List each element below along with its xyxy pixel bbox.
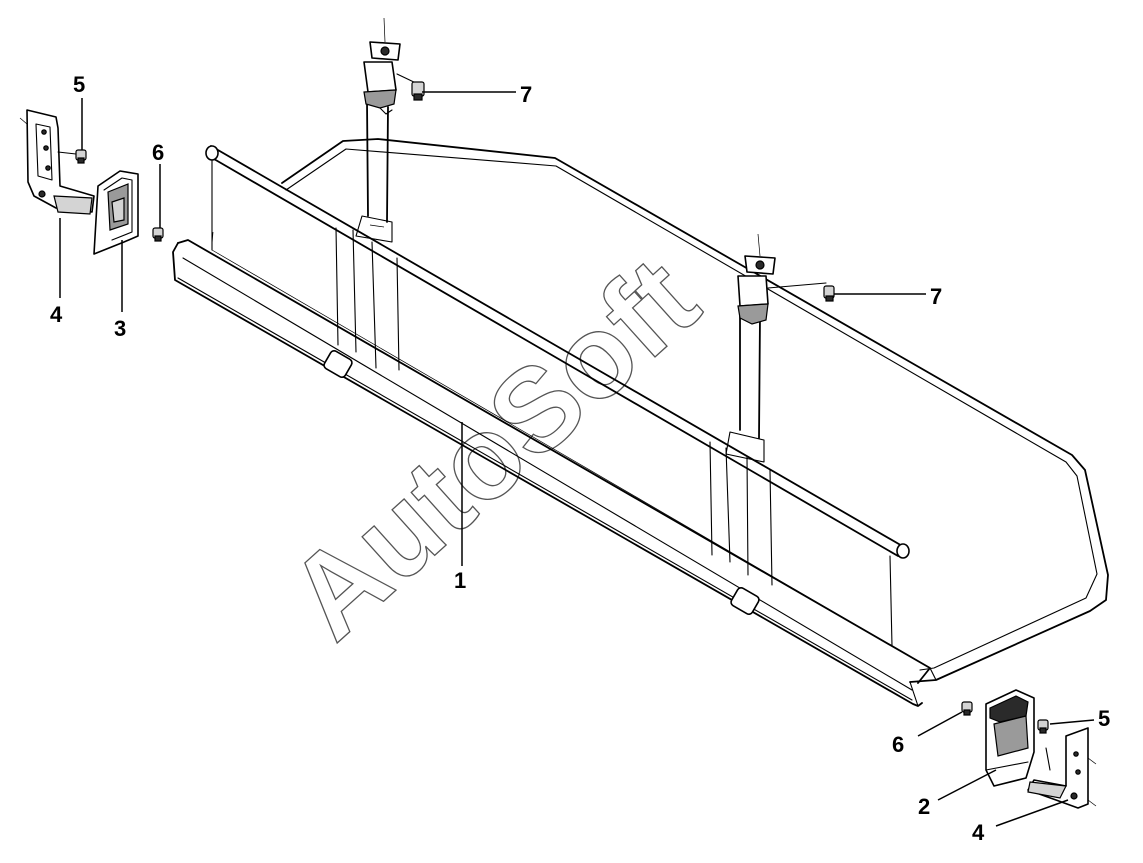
hanger-strap-left <box>355 17 401 243</box>
callout-7-right: 7 <box>930 284 942 309</box>
callout-3: 3 <box>114 316 126 341</box>
screw-5-right <box>1037 719 1049 734</box>
leader-lines <box>59 91 1095 827</box>
luggage-tray <box>172 138 1109 707</box>
screw-7-right <box>767 282 835 302</box>
hanger-strap-right <box>725 233 776 463</box>
callout-4-left: 4 <box>50 302 63 327</box>
end-bracket-right <box>1027 727 1097 809</box>
end-cap-right <box>985 689 1035 787</box>
screw-6-right <box>961 701 973 716</box>
callout-5-left: 5 <box>73 72 85 97</box>
callout-2: 2 <box>918 794 930 819</box>
watermark: AutoSoft <box>264 233 722 664</box>
screw-5-left <box>57 149 87 164</box>
screw-7-top <box>396 73 425 101</box>
end-bracket-left <box>19 109 95 215</box>
callout-6-right: 6 <box>892 732 904 757</box>
end-cap-left <box>93 170 139 255</box>
callout-6-left: 6 <box>152 140 164 165</box>
screw-6-left <box>152 227 164 242</box>
front-recess-left <box>323 350 353 378</box>
callout-4-right: 4 <box>972 820 985 845</box>
front-recess-right <box>730 587 760 615</box>
callout-labels: 5 6 4 3 7 7 1 5 6 2 4 <box>50 72 1110 845</box>
callout-1: 1 <box>454 568 466 593</box>
callout-7-top: 7 <box>520 82 532 107</box>
callout-5-right: 5 <box>1098 706 1110 731</box>
